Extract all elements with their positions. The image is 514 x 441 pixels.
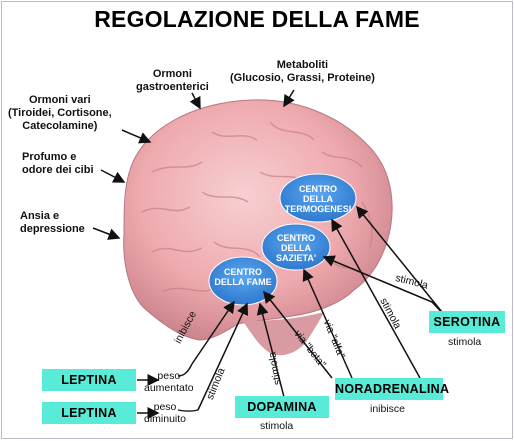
center-termogenesi-shape	[279, 173, 357, 223]
box-dopamina: DOPAMINA	[235, 396, 329, 418]
center-termogenesi-label: CENTRO DELLA TERMOGENESI	[284, 184, 352, 214]
note-peso-aumentato: peso aumentato	[144, 370, 194, 394]
note-noradrenalina-inibisce: inibisce	[370, 403, 406, 415]
brain-stem	[242, 312, 324, 356]
arrow-ormoni-vari	[121, 129, 152, 144]
label-ormoni-gastroenterici: Ormoni gastroenterici	[136, 68, 209, 93]
brain-shape	[123, 99, 393, 341]
box-leptina-aumentato: LEPTINA	[42, 369, 136, 391]
center-sazieta-shape	[261, 223, 331, 271]
center-sazieta-label: CENTRO DELLA SAZIETA'	[276, 233, 316, 263]
arrow-ansia	[92, 227, 121, 240]
arrow-nor-termo	[331, 218, 421, 379]
box-noradrenalina: NORADRENALINA	[335, 378, 449, 400]
note-dopamina-stimola: stimola	[260, 420, 294, 432]
arrow-peso-aum-fame	[191, 300, 235, 365]
arrow-metaboliti	[283, 89, 295, 108]
brace-aumentato	[177, 363, 193, 377]
arrow-ser-termo	[356, 205, 447, 318]
label-ansia: Ansia e depressione	[20, 210, 85, 235]
arrow-peso-dim-fame	[197, 302, 249, 411]
box-leptina-diminuito: LEPTINA	[42, 402, 136, 424]
label-profumo: Profumo e odore dei cibi	[22, 151, 94, 176]
note-peso-diminuito: peso diminuito	[144, 401, 187, 425]
label-ormoni-vari: Ormoni vari (Tiroidei, Cortisone, Cateco…	[8, 94, 112, 132]
center-fame-label: CENTRO DELLA FAME	[214, 267, 272, 287]
box-serotina: SEROTINA	[429, 311, 505, 333]
note-serotina-stimola: stimola	[448, 336, 482, 348]
arrow-profumo	[100, 169, 126, 183]
diagram-title: REGOLAZIONE DELLA FAME	[94, 6, 420, 32]
arrow-nor-sazieta	[302, 268, 353, 379]
arrow-dopamina-fame	[256, 302, 285, 398]
arrow-ormoni-gastro	[189, 92, 201, 110]
label-metaboliti: Metaboliti (Glucosio, Grassi, Proteine)	[230, 59, 375, 84]
brace-diminuito	[177, 409, 199, 412]
arrow-nor-fame	[263, 290, 333, 379]
